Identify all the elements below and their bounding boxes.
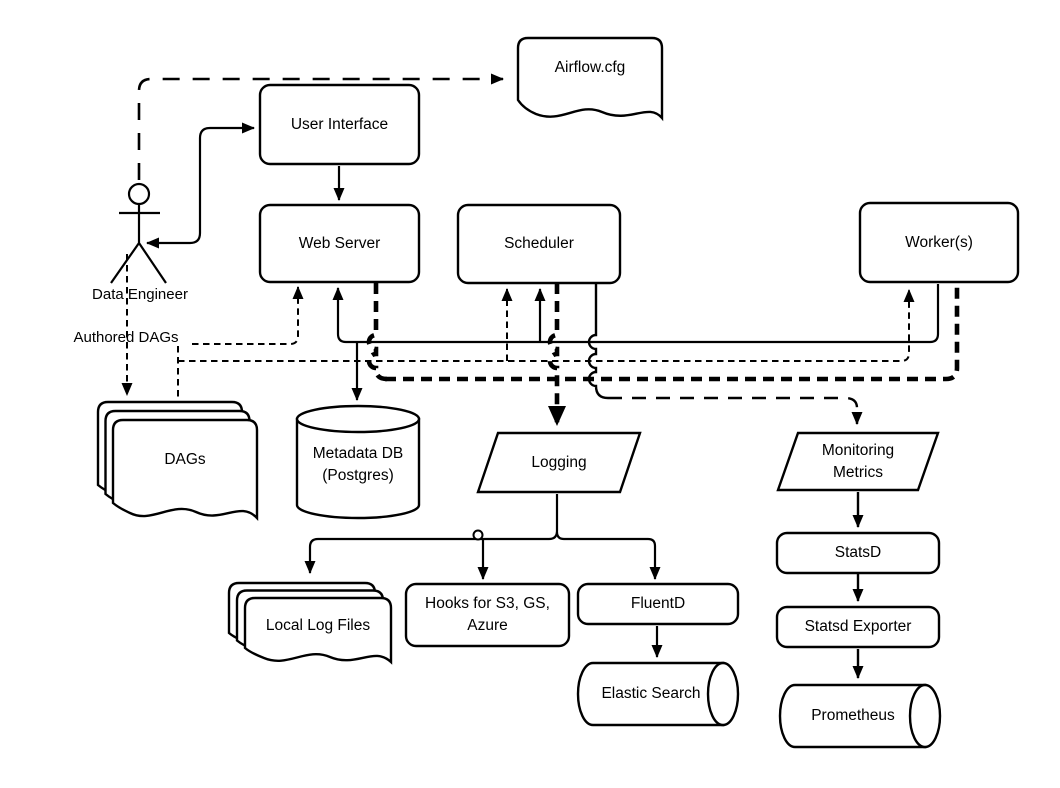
dags-document	[111, 418, 259, 520]
edge-longdash-to-monitoring	[608, 396, 863, 425]
node-prometheus-cylinder	[778, 683, 942, 749]
actor-body	[110, 204, 167, 284]
edge-bold-webserver-drop	[366, 283, 388, 382]
edge-ui-engineer	[146, 122, 255, 249]
edge-scheduler-drop	[587, 283, 609, 400]
edge-dashed-bus	[178, 289, 915, 362]
node-metadata-db-cylinder	[295, 404, 421, 520]
node-fluentd	[576, 582, 740, 626]
junction-hop	[472, 529, 484, 541]
edge-logging-to-fluentd	[555, 531, 661, 580]
node-workers	[858, 201, 1020, 284]
edge-bold-scheduler-to-logging	[547, 283, 566, 426]
actor-head	[127, 182, 151, 206]
node-elastic-search-cylinder	[576, 661, 740, 727]
edge-engineer-to-airflowcfg	[137, 73, 504, 180]
local-log-files-stack	[227, 581, 393, 664]
node-web-server	[258, 203, 421, 284]
node-monitoring-metrics	[776, 431, 940, 492]
node-hooks	[404, 582, 571, 648]
edge-solid-bus	[332, 284, 940, 344]
edge-bold-bus	[385, 285, 960, 382]
edge-authored-to-webserver	[192, 286, 304, 345]
dags-document-stack	[96, 400, 259, 520]
node-statsd-exporter	[775, 605, 941, 649]
node-scheduler	[456, 203, 622, 285]
node-statsd	[775, 531, 941, 575]
local-log-files-document	[243, 596, 393, 664]
node-user-interface	[258, 83, 421, 166]
airflow-cfg-document	[516, 36, 664, 122]
node-logging	[476, 431, 642, 494]
data-engineer-actor	[110, 182, 167, 284]
